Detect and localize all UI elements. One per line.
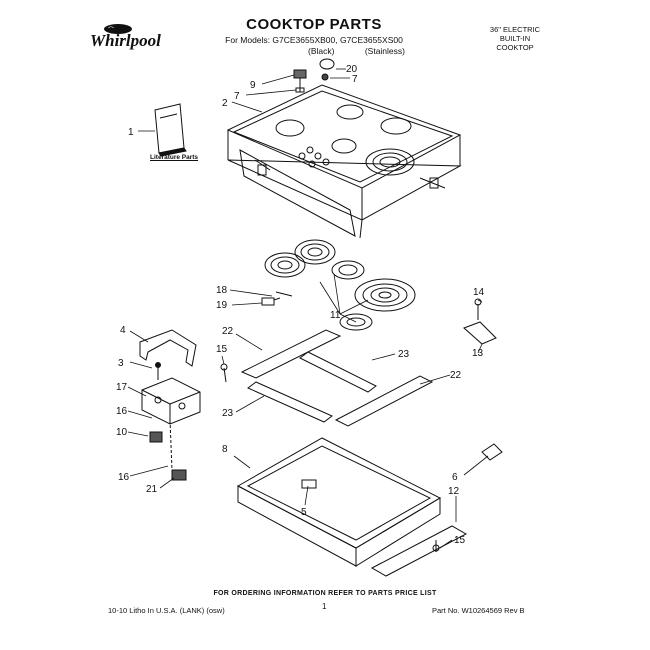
page-mark: 1 bbox=[322, 602, 327, 611]
callout-13: 13 bbox=[472, 348, 484, 359]
callout-20: 20 bbox=[346, 64, 358, 75]
callout-23-right: 23 bbox=[398, 349, 410, 360]
page-title: COOKTOP PARTS bbox=[246, 16, 382, 33]
screw bbox=[155, 362, 161, 380]
callout-23-left: 23 bbox=[222, 408, 234, 419]
callout-10: 10 bbox=[116, 427, 128, 438]
callout-6: 6 bbox=[452, 472, 458, 483]
callout-8: 8 bbox=[222, 444, 228, 455]
support-rail bbox=[240, 329, 434, 427]
svg-text:⌒: ⌒ bbox=[108, 27, 114, 34]
ordering-note: FOR ORDERING INFORMATION REFER TO PARTS … bbox=[213, 590, 437, 597]
thermal-switch bbox=[481, 443, 503, 461]
variant-labels: (Black) (Stainless) bbox=[300, 46, 420, 56]
callout-22-right: 22 bbox=[450, 370, 462, 381]
literature-booklet bbox=[154, 103, 187, 157]
brand-text: Whirlpool bbox=[90, 31, 161, 50]
callout-22-left: 22 bbox=[222, 326, 234, 337]
screw bbox=[220, 363, 228, 383]
junction-box bbox=[141, 377, 201, 425]
terminal-block bbox=[261, 291, 293, 306]
callout-9: 9 bbox=[250, 80, 256, 91]
callout-21: 21 bbox=[146, 484, 158, 495]
variant-black: (Black) bbox=[308, 46, 335, 56]
surface-elements bbox=[264, 239, 416, 331]
models-line: For Models: G7CE3655XB00, G7CE3655XS00 bbox=[225, 35, 403, 45]
literature-parts-label: Literature Parts bbox=[150, 154, 199, 161]
callout-7-left: 7 bbox=[234, 91, 240, 102]
whirlpool-logo: ⌒ Whirlpool bbox=[88, 22, 198, 50]
callout-3: 3 bbox=[118, 358, 124, 369]
cover-plate bbox=[370, 525, 468, 577]
callout-11: 11 bbox=[330, 310, 341, 321]
callout-17: 17 bbox=[116, 382, 128, 393]
callout-2: 2 bbox=[222, 98, 228, 109]
callout-18: 18 bbox=[216, 285, 228, 296]
callout-14: 14 bbox=[473, 287, 485, 298]
cable-clamp bbox=[149, 419, 187, 481]
cooktop-glass-top bbox=[226, 84, 462, 239]
callout-16-top: 16 bbox=[116, 406, 128, 417]
callout-7-right: 7 bbox=[352, 74, 358, 85]
part-number: Part No. W10264569 Rev B bbox=[432, 606, 525, 615]
callout-12: 12 bbox=[448, 486, 460, 497]
mounting-bracket bbox=[139, 329, 197, 367]
control-knob bbox=[293, 69, 307, 93]
variant-stainless: (Stainless) bbox=[364, 46, 405, 56]
callout-15-left: 15 bbox=[216, 344, 228, 355]
callout-labels: 1 2 3 4 5 6 7 7 8 9 10 11 12 13 14 15 15… bbox=[116, 64, 485, 546]
callout-15-right: 15 bbox=[454, 535, 466, 546]
category-label: 36" ELECTRIC BUILT-IN COOKTOP bbox=[489, 25, 541, 52]
bottom-pan bbox=[236, 437, 442, 567]
knob-cap bbox=[319, 58, 335, 81]
callout-16-bottom: 16 bbox=[118, 472, 130, 483]
print-info: 10-10 Litho In U.S.A. (LANK) (osw) bbox=[108, 606, 225, 615]
side-bracket bbox=[463, 298, 497, 345]
callout-5: 5 bbox=[301, 507, 307, 518]
callout-1: 1 bbox=[128, 127, 134, 138]
callout-19: 19 bbox=[216, 300, 228, 311]
callout-4: 4 bbox=[120, 325, 126, 336]
